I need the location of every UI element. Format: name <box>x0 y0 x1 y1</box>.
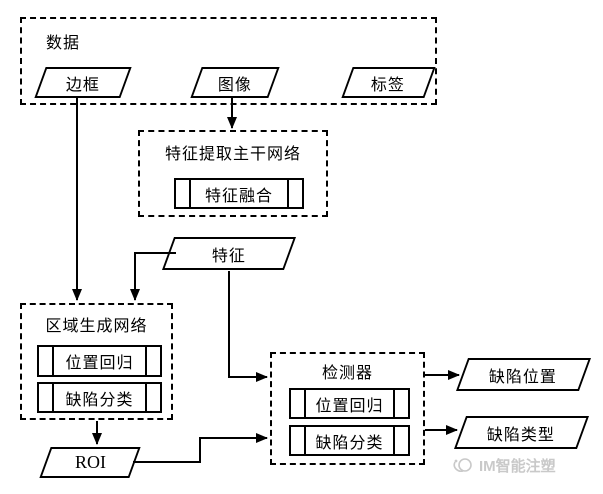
node-roi: ROI <box>39 447 141 478</box>
rpn-regression-left-bar <box>39 347 54 375</box>
node-image: 图像 <box>190 67 280 98</box>
watermark-text: IM智能注塑 <box>479 458 556 475</box>
detector-classification-left-bar <box>291 427 306 454</box>
detector-defect-classification: 缺陷分类 <box>289 425 410 456</box>
rpn-classification-label: 缺陷分类 <box>65 391 134 409</box>
node-bounding-box: 边框 <box>34 67 132 98</box>
node-image-label: 图像 <box>217 76 252 94</box>
rpn-position-regression: 位置回归 <box>37 345 162 377</box>
node-feature: 特征 <box>161 237 297 270</box>
detector-classification-label: 缺陷分类 <box>315 434 384 452</box>
node-label-label: 标签 <box>371 76 406 94</box>
node-defect-position: 缺陷位置 <box>455 358 592 391</box>
backbone-box: 特征提取主干网络 特征融合 <box>138 130 328 217</box>
detector-classification-right-bar <box>393 427 408 454</box>
watermark-logo-icon <box>453 457 472 472</box>
feature-fusion-right-bar <box>287 180 302 207</box>
node-bounding-box-label: 边框 <box>65 76 100 94</box>
data-group-box: 数据 边框 图像 标签 <box>20 17 437 105</box>
arrow-roi-to-detector <box>133 433 268 463</box>
rpn-classification-right-bar <box>145 384 160 411</box>
node-roi-label: ROI <box>74 452 106 472</box>
backbone-title: 特征提取主干网络 <box>164 146 301 163</box>
feature-fusion-left-bar <box>176 180 191 207</box>
data-group-title: 数据 <box>46 35 81 52</box>
watermark: IM智能注塑 <box>452 455 556 476</box>
feature-fusion-label: 特征融合 <box>204 187 273 205</box>
node-feature-fusion: 特征融合 <box>174 178 304 209</box>
node-defect-position-label: 缺陷位置 <box>489 368 558 386</box>
detector-position-regression: 位置回归 <box>289 388 410 419</box>
rpn-classification-left-bar <box>39 384 54 411</box>
rpn-regression-right-bar <box>145 347 160 375</box>
rpn-box: 区域生成网络 位置回归 缺陷分类 <box>20 303 173 420</box>
detector-regression-left-bar <box>291 390 306 417</box>
rpn-regression-label: 位置回归 <box>65 355 134 372</box>
detector-title: 检测器 <box>321 365 373 382</box>
node-defect-type-label: 缺陷类型 <box>487 426 556 444</box>
detector-regression-label: 位置回归 <box>315 397 384 415</box>
rpn-defect-classification: 缺陷分类 <box>37 382 162 413</box>
node-label: 标签 <box>341 67 436 98</box>
arrow-feature-to-detector <box>228 271 268 382</box>
rpn-title: 区域生成网络 <box>45 318 148 335</box>
detector-box: 检测器 位置回归 缺陷分类 <box>270 352 425 465</box>
node-feature-label: 特征 <box>211 247 246 265</box>
detector-regression-right-bar <box>393 390 408 417</box>
node-defect-type: 缺陷类型 <box>453 416 590 449</box>
